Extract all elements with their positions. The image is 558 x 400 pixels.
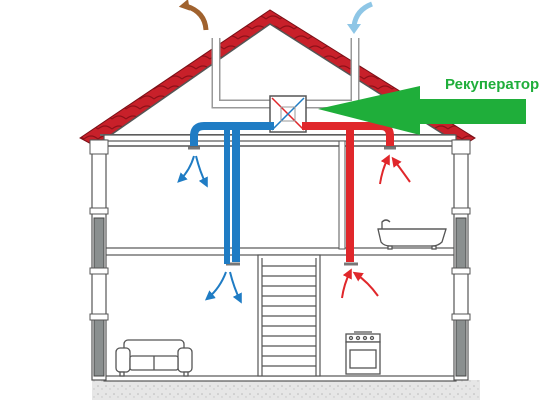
exhaust-flow-arrows-lower: [204, 271, 242, 304]
recuperator-unit-icon: [269, 95, 307, 133]
recuperator-callout-arrow-icon: [318, 86, 526, 135]
bottom-floor: [103, 375, 457, 382]
middle-floor: [103, 247, 457, 256]
exhaust-duct-system: [188, 122, 274, 266]
fresh-air-intake-arrowhead: [347, 24, 361, 34]
attic-floor: [103, 134, 457, 142]
ground: [92, 380, 480, 400]
exhaust-outlet-arrowhead: [178, 0, 190, 11]
fresh-air-intake-arrow-icon: [351, 1, 373, 27]
sofa-icon: [115, 339, 193, 377]
recuperator-label: Рекуператор: [445, 76, 540, 93]
bathtub-icon: [377, 219, 447, 250]
right-wall: [451, 139, 471, 381]
stove-icon: [345, 331, 381, 375]
staircase-icon: [257, 254, 321, 377]
exhaust-flow-arrows-upper: [177, 155, 208, 188]
upper-partition: [338, 140, 346, 250]
supply-flow-arrows-lower: [341, 268, 379, 299]
supply-flow-arrows-upper: [379, 154, 411, 185]
supply-duct-system: [302, 122, 396, 266]
left-wall: [89, 139, 109, 381]
